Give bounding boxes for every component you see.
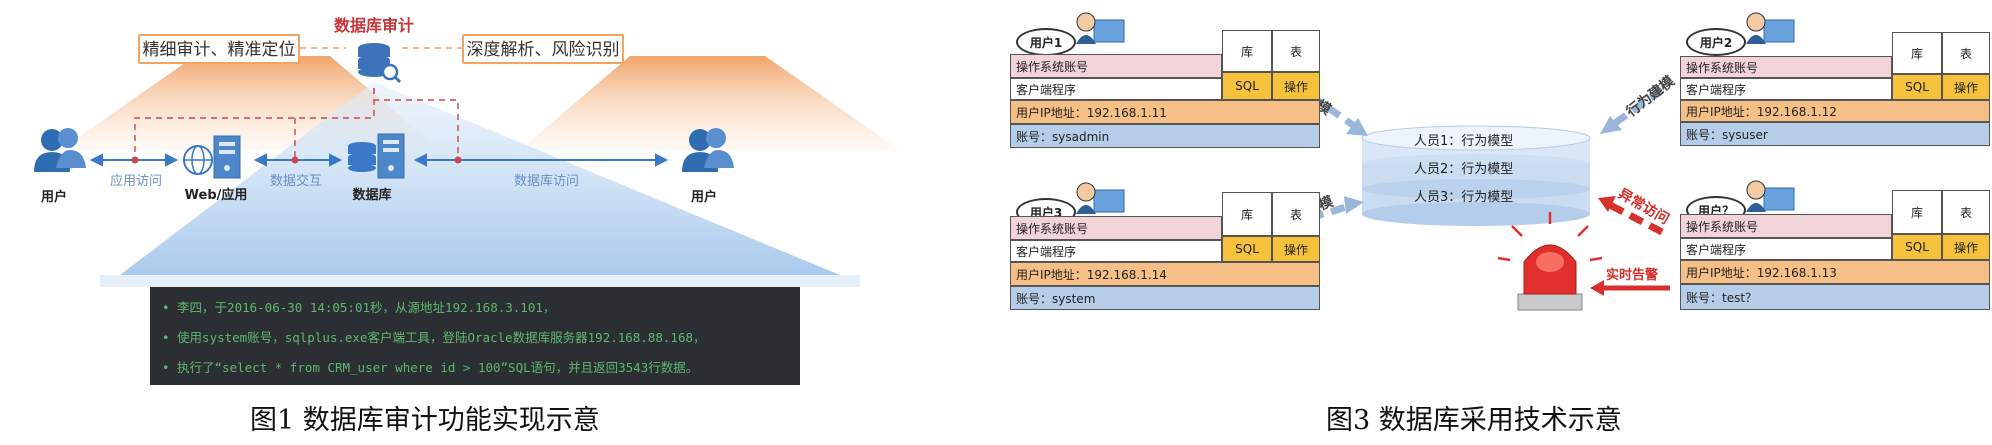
log-line: • 执行了“select * from CRM_user where id > …	[162, 360, 699, 375]
user-avatar-icons	[1076, 12, 1795, 214]
op-cell: 操作	[1942, 74, 1990, 100]
table-cell: 表	[1942, 190, 1990, 234]
figure-3-graphics	[1076, 12, 1795, 311]
model-label: 人员1：行为模型	[1414, 134, 1514, 149]
audit-log-terminal: • 李四，于2016-06-30 14:05:01秒，从源地址192.168.3…	[150, 287, 800, 385]
database-icon	[348, 133, 405, 179]
db-access-label: 数据库访问	[514, 174, 580, 189]
op-cell: 操作	[1272, 72, 1320, 100]
account-cell: 账号：test？	[1680, 284, 1990, 310]
user-right-icon	[682, 128, 734, 172]
orange-glow-right	[520, 56, 900, 150]
client-cell: 客户端程序	[1010, 240, 1222, 262]
log-line: • 使用system账号，sqlplus.exe客户端工具，登陆Oracle数据…	[162, 330, 706, 345]
realtime-alert-label: 实时告警	[1606, 268, 1659, 283]
lib-cell: 库	[1222, 30, 1272, 72]
client-cell: 客户端程序	[1010, 78, 1222, 100]
model-label: 人员2：行为模型	[1414, 162, 1514, 177]
user-left-icon	[34, 128, 86, 172]
ip-cell: 用户IP地址：192.168.1.11	[1010, 100, 1320, 124]
figure-1: 数据库审计 精细审计、精准定位 深度解析、风险识别 用户 Web/应用 数据库 …	[0, 0, 960, 445]
user-right-label: 用户	[690, 190, 717, 205]
web-app-icon	[183, 135, 241, 179]
account-cell: 账号：sysuser	[1680, 122, 1990, 146]
user-name-bubble: 用户2	[1686, 28, 1746, 56]
os-account-cell: 操作系统账号	[1680, 56, 1892, 78]
op-cell: 操作	[1942, 234, 1990, 260]
sql-cell: SQL	[1222, 236, 1272, 262]
lib-cell: 库	[1222, 192, 1272, 236]
log-line: • 李四，于2016-06-30 14:05:01秒，从源地址192.168.3…	[162, 300, 556, 315]
lib-cell: 库	[1892, 190, 1942, 234]
table-cell: 表	[1942, 32, 1990, 74]
figure-1-graphics	[34, 43, 900, 287]
os-account-cell: 操作系统账号	[1010, 216, 1222, 240]
figure1-title: 数据库审计	[334, 16, 415, 35]
user-left-label: 用户	[40, 190, 67, 205]
os-account-cell: 操作系统账号	[1680, 214, 1892, 238]
account-cell: 账号：system	[1010, 286, 1320, 310]
os-account-cell: 操作系统账号	[1010, 54, 1222, 78]
tag-deep-analysis: 深度解析、风险识别	[462, 34, 624, 64]
database-label: 数据库	[352, 188, 392, 203]
database-audit-icon	[358, 43, 402, 84]
figure-3: 人员1：行为模型 人员2：行为模型 人员3：行为模型 用户建模 行为建模 数据建…	[1010, 0, 1992, 445]
user-name-bubble: 用户1	[1016, 28, 1076, 56]
app-access-label: 应用访问	[110, 174, 163, 189]
ip-cell: 用户IP地址：192.168.1.13	[1680, 260, 1990, 284]
behavior-model-stack	[1361, 125, 1591, 226]
figure3-caption: 图3 数据库采用技术示意	[1326, 405, 1622, 436]
model-label: 人员3：行为模型	[1414, 190, 1514, 205]
sql-cell: SQL	[1892, 234, 1942, 260]
user-card-2: 用户2 库 表 操作系统账号 客户端程序 SQL 操作 用户IP地址：192.1…	[1680, 10, 1990, 150]
monitor-lines	[134, 88, 459, 158]
tag-precise-audit: 精细审计、精准定位	[138, 34, 300, 64]
table-cell: 表	[1272, 192, 1320, 236]
figure1-caption: 图1 数据库审计功能实现示意	[250, 405, 600, 436]
sql-cell: SQL	[1892, 74, 1942, 100]
abnormal-access-arrow	[1608, 201, 1664, 236]
account-cell: 账号：sysadmin	[1010, 124, 1320, 148]
ip-cell: 用户IP地址：192.168.1.12	[1680, 100, 1990, 122]
table-cell: 表	[1272, 30, 1320, 72]
user-card-1: 用户1 库 表 操作系统账号 客户端程序 SQL 操作 用户IP地址：192.1…	[1010, 10, 1320, 150]
op-cell: 操作	[1272, 236, 1320, 262]
user-card-3: 用户3 库 表 操作系统账号 客户端程序 SQL 操作 用户IP地址：192.1…	[1010, 180, 1320, 320]
client-cell: 客户端程序	[1680, 238, 1892, 260]
ip-cell: 用户IP地址：192.168.1.14	[1010, 262, 1320, 286]
alarm-light-icon	[1497, 212, 1603, 311]
lib-cell: 库	[1892, 32, 1942, 74]
data-exchange-label: 数据交互	[270, 174, 323, 189]
client-cell: 客户端程序	[1680, 78, 1892, 100]
user-card-unknown: 用户？ 库 表 操作系统账号 客户端程序 SQL 操作 用户IP地址：192.1…	[1680, 178, 1990, 318]
sql-cell: SQL	[1222, 72, 1272, 100]
audit-beam	[120, 82, 840, 275]
web-app-label: Web/应用	[184, 188, 248, 203]
